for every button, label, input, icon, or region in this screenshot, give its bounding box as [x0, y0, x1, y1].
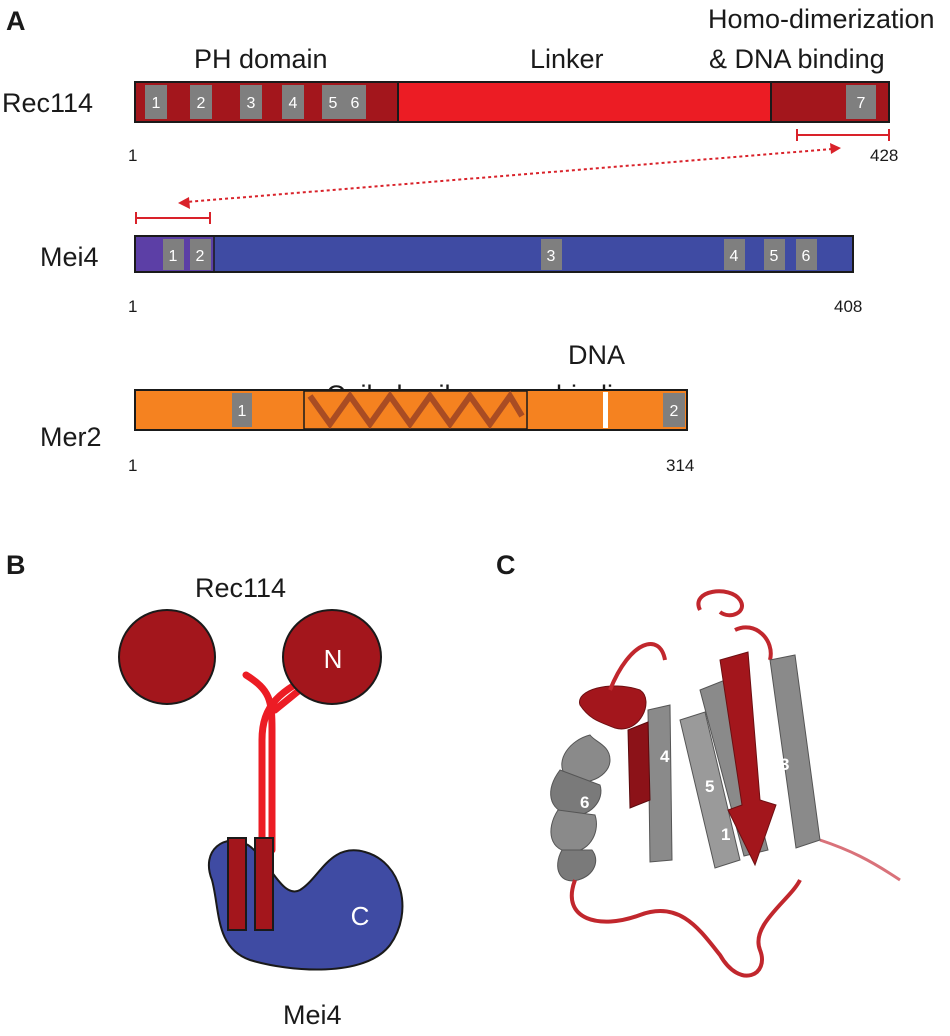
rec114-motif — [240, 85, 262, 119]
mer2-motif-label: 1 — [238, 403, 247, 420]
mer2-motif — [232, 393, 252, 427]
rec114-left-ph-domain — [118, 609, 216, 705]
mei4-motif-label: 3 — [547, 248, 556, 265]
rec114-linker-label: Linker — [530, 44, 604, 74]
rec114-motif-label: 1 — [152, 95, 161, 112]
rec114-dimerization-label-1: Homo-dimerization — [708, 4, 935, 34]
rec114-track: PH domain Linker Homo-dimerization & DNA… — [2, 4, 935, 165]
rec114-motif — [344, 85, 366, 119]
mei4-motif — [724, 239, 745, 270]
mer2-start-label: 1 — [128, 456, 137, 475]
mei4-motif — [163, 239, 184, 270]
rec114-mei4-cartoon: Rec114 N C Mei4 — [118, 573, 404, 1030]
rec114-left-linker — [242, 671, 276, 854]
n-terminus-label: N — [324, 644, 343, 674]
panel-b-rec114-label: Rec114 — [195, 573, 286, 603]
rec114-end-label: 428 — [870, 146, 898, 165]
rec114-motif — [846, 85, 876, 119]
mei4-track: Mei4 1 2 3 4 5 6 1 408 — [40, 235, 862, 316]
mer2-name: Mer2 — [40, 422, 102, 452]
rec114-motif-label: 2 — [197, 95, 206, 112]
beta-strand-red — [627, 721, 651, 809]
mei4-protein-bar — [134, 235, 854, 273]
strand-label-5: 5 — [705, 777, 714, 796]
rec114-motif — [190, 85, 212, 119]
mer2-dna-binding-label-1: DNA — [568, 340, 625, 370]
mer2-dna-binding-site — [603, 392, 608, 428]
beta-strand-4 — [647, 704, 673, 863]
strand-label-3: 3 — [780, 755, 789, 774]
mei4-motif-label: 6 — [802, 248, 811, 265]
mei4-name: Mei4 — [40, 242, 99, 272]
rec114-motif — [282, 85, 304, 119]
rec114-motif-label: 7 — [857, 95, 866, 112]
rec114-dimerization-label-2: & DNA binding — [709, 44, 885, 74]
rec114-motif-label: 5 — [329, 95, 338, 112]
panel-b-mei4-label: Mei4 — [283, 1000, 342, 1030]
rec114-motif — [322, 85, 344, 119]
helix-6 — [550, 734, 611, 882]
mei4-start-label: 1 — [128, 297, 137, 316]
mei4-motif-label: 4 — [730, 248, 739, 265]
red-helix — [579, 685, 647, 730]
beta-strand-2 — [679, 711, 741, 869]
beta-strand-1 — [719, 651, 777, 867]
mei4-motif-label: 1 — [169, 248, 178, 265]
c-terminus-label: C — [351, 901, 370, 931]
interaction-arrow-head — [178, 197, 190, 209]
c-terminal-tail — [819, 838, 901, 882]
interaction-dotted-line — [185, 148, 833, 203]
strand-label-1: 1 — [721, 825, 730, 844]
panel-c-label: C — [496, 550, 516, 580]
interaction-link — [135, 129, 890, 224]
rec114-c-term-helix-left — [227, 837, 247, 931]
mer2-track: Coiled coil DNA binding Mer2 1 2 1 314 — [40, 340, 694, 475]
mei4-motif-label: 5 — [770, 248, 779, 265]
mei4-end-label: 408 — [834, 297, 862, 316]
panel-a-label: A — [6, 6, 26, 36]
red-loop-bottom — [569, 879, 802, 978]
mei4-motif — [764, 239, 785, 270]
mer2-motif — [663, 393, 685, 427]
rec114-c-term-helix-right — [254, 837, 274, 931]
strand-label-2: 2 — [690, 807, 699, 826]
mei4-motif-label: 2 — [196, 248, 205, 265]
mer2-end-label: 314 — [666, 456, 694, 475]
interaction-arrow-head — [830, 143, 841, 154]
rec114-ph-domain-label: PH domain — [194, 44, 328, 74]
helix-label-6: 6 — [580, 793, 589, 812]
rec114-motif-label: 3 — [247, 95, 256, 112]
ph-domain-structure: 4 5 2 1 3 6 — [550, 589, 901, 978]
rec114-name: Rec114 — [2, 88, 93, 118]
strand-label-4: 4 — [660, 747, 670, 766]
rec114-motif-label: 4 — [289, 95, 298, 112]
rec114-motif — [145, 85, 167, 119]
rec114-right-ph-domain — [282, 609, 382, 705]
rec114-motif-label: 6 — [351, 95, 360, 112]
beta-strand-3 — [769, 654, 821, 849]
coiled-coil-zigzag — [307, 390, 525, 430]
rec114-start-label: 1 — [128, 146, 137, 165]
rec114-linker-domain — [397, 81, 772, 123]
red-loops — [608, 589, 773, 691]
panel-b-label: B — [6, 550, 26, 580]
mei4-motif — [796, 239, 817, 270]
mei4-motif — [190, 239, 211, 270]
mei4-motif — [541, 239, 562, 270]
mer2-motif-label: 2 — [670, 403, 679, 420]
